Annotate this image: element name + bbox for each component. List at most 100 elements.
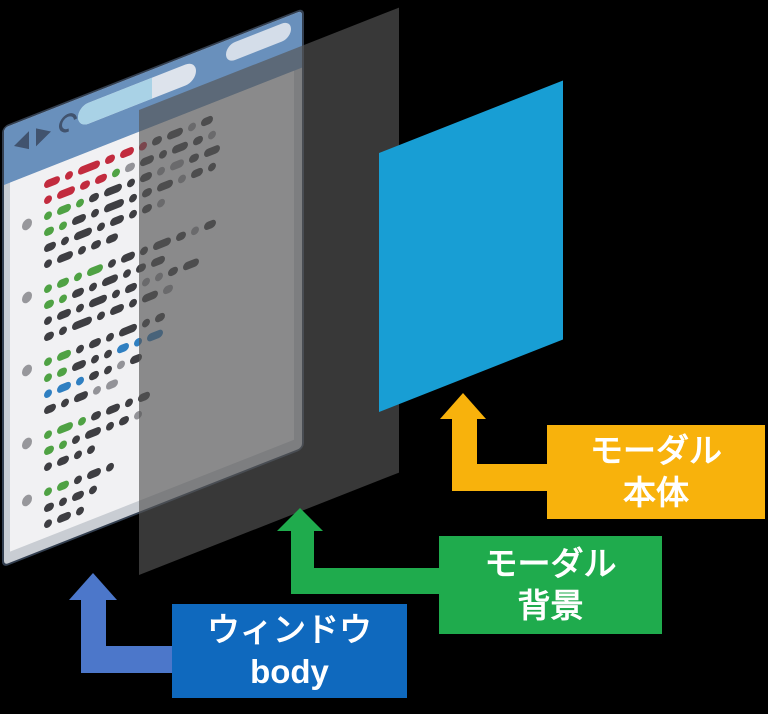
modal-background-arrow-bar [310,568,441,594]
modal-background-arrow-shaft [291,529,314,594]
code-dash [44,330,54,343]
code-dash [105,153,115,166]
code-dash [129,192,137,204]
code-dash [112,167,120,179]
code-dash [89,191,99,204]
code-dash [44,225,54,238]
code-dash [129,208,137,220]
code-dash [123,267,131,280]
modal-background-label: モーダル 背景 [439,536,662,634]
code-dash [89,484,97,496]
code-dash [44,258,52,270]
code-dash [74,474,82,486]
code-dash [89,369,99,382]
modal-body-label-line1: モーダル [590,432,722,469]
code-dash [106,331,114,343]
code-dash [119,414,129,427]
code-dash [91,207,99,219]
code-dash [76,197,84,209]
code-dash [125,161,135,174]
modal-background-arrowhead-icon [277,508,323,531]
code-dash [117,341,129,355]
code-dash [44,315,52,327]
code-dash [127,177,135,189]
code-dash [106,461,114,473]
code-dash [44,402,56,416]
code-dash [59,293,67,305]
code-dash [74,271,82,283]
back-icon [14,131,29,156]
code-dash [93,384,101,396]
code-dash [104,348,112,360]
code-dash [57,454,69,468]
code-dash [74,449,82,461]
code-dash [125,281,137,295]
code-dash [97,221,105,233]
code-dash [59,220,67,232]
code-dash [59,439,67,451]
code-dash [57,276,69,290]
code-dash [106,378,118,391]
modal-body-arrow-bar [470,464,548,491]
window-body-label-line1: ウィンドウ [207,611,372,648]
code-dash [129,297,137,309]
modal-body-arrowhead-icon [440,393,486,419]
code-dash [97,310,105,322]
code-dash [44,388,52,400]
code-dash [78,244,86,256]
code-dash [44,461,52,473]
code-dash [44,298,54,311]
code-dash [95,172,107,186]
code-dash [87,444,95,456]
code-dash [76,505,84,517]
code-dash [44,429,52,441]
modal-body-panel [379,80,563,412]
code-dash [44,444,54,457]
code-dash [117,359,125,371]
code-dash [44,501,54,514]
code-dash [57,479,69,493]
window-body-arrow-bar [102,646,174,673]
code-dash [57,249,73,265]
code-dash [108,257,116,270]
code-dash [44,283,52,295]
code-dash [44,210,52,222]
code-dash [91,238,101,251]
code-dash [91,409,101,422]
code-dash [74,389,88,404]
code-dash [44,240,56,254]
code-dash [72,286,84,300]
code-dash [104,364,112,376]
code-dash [76,302,84,314]
code-dash [80,179,90,192]
code-dash [91,353,99,365]
modal-background-label-line2: 背景 [517,587,584,624]
reload-icon [55,110,81,136]
code-dash [44,356,52,368]
forward-icon [36,122,51,147]
code-dash [61,235,69,247]
code-dash [89,281,97,293]
code-dash [89,336,101,350]
modal-body-label: モーダル 本体 [547,425,765,519]
code-dash [59,325,67,337]
window-body-arrow-shaft [81,598,106,673]
code-dash [44,372,52,384]
code-dash [57,510,71,525]
code-dash [61,397,69,409]
code-dash [76,375,84,387]
code-dash [44,518,52,530]
code-dash [110,302,124,317]
code-dash [112,288,120,300]
code-dash [59,496,67,508]
code-dash [72,434,80,446]
window-body-label: ウィンドウ body [172,604,407,698]
window-body-arrowhead-icon [69,573,117,600]
code-dash [57,366,67,379]
code-dash [72,489,84,503]
code-dash [106,420,114,432]
code-dash [44,486,52,498]
code-dash [78,415,86,427]
code-dash [106,232,118,245]
